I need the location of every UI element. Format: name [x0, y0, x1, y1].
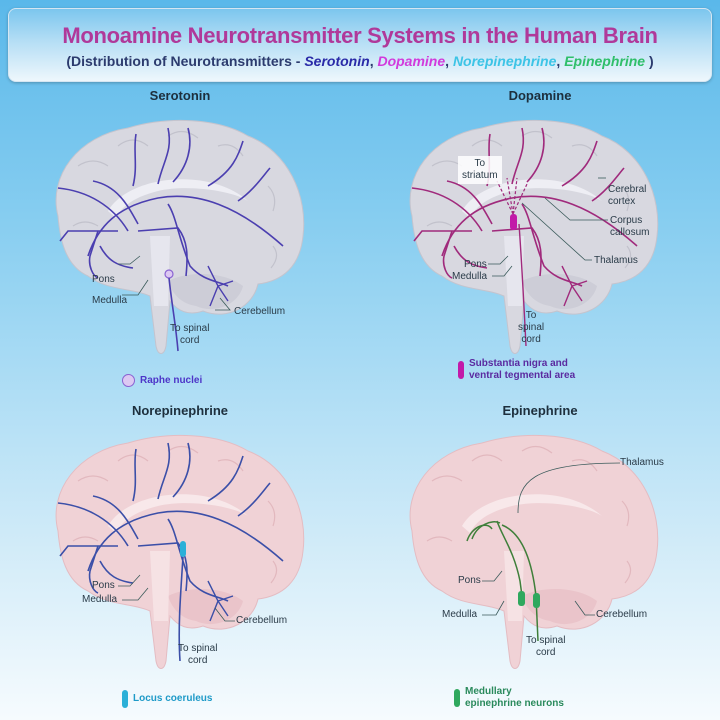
- label-spinal-line2: cord: [188, 655, 208, 666]
- label-striatum-line1: To: [474, 158, 486, 169]
- medullary-neuron-marker: [533, 593, 540, 608]
- subtitle-dopamine: Dopamine: [377, 53, 446, 69]
- legend-line1: Substantia nigra and: [469, 358, 568, 369]
- label-thalamus: Thalamus: [620, 457, 664, 468]
- label-cerebellum: Cerebellum: [234, 306, 286, 317]
- legend-line2: ventral tegmental area: [469, 370, 576, 381]
- label-to-striatum: To striatum: [458, 156, 502, 184]
- label-spinal-line1: To spinal: [526, 635, 566, 646]
- panel-norepinephrine: Norepinephrine Pons Medulla Cerebellum T…: [10, 403, 350, 713]
- medullary-neuron-marker: [518, 591, 525, 606]
- label-spinal-line2: spinal: [518, 322, 545, 333]
- label-pons: Pons: [458, 575, 481, 586]
- panel-epinephrine: Epinephrine Thalamus Pons Medulla Cerebe…: [370, 403, 710, 713]
- label-spinal-line1: To: [525, 310, 537, 321]
- subtitle-comma: ,: [445, 53, 453, 69]
- serotonin-brain-diagram: [55, 119, 305, 355]
- label-striatum-line2: striatum: [462, 170, 498, 181]
- legend-line1: Medullary: [465, 686, 512, 697]
- subtitle-comma: ,: [556, 53, 565, 69]
- label-spinal-cord: To spinal cord: [518, 310, 544, 346]
- label-spinal-cord: To spinal cord: [170, 323, 209, 347]
- legend-text: Substantia nigra and ventral tegmental a…: [469, 358, 575, 382]
- substantia-nigra-marker: [510, 214, 517, 230]
- label-cortex-line1: Cerebral: [608, 184, 647, 195]
- label-cerebral-cortex: Cerebral cortex: [608, 184, 646, 208]
- page-subtitle: (Distribution of Neurotransmitters - Ser…: [9, 53, 711, 69]
- legend-line2: epinephrine neurons: [465, 698, 564, 709]
- subtitle-norepinephrine: Norepinephrine: [452, 53, 557, 69]
- label-medulla: Medulla: [452, 271, 488, 282]
- legend-circle-icon: [122, 374, 135, 387]
- label-spinal-line3: cord: [521, 334, 541, 345]
- dopamine-brain-diagram: [409, 119, 659, 355]
- subtitle-close: ): [645, 53, 654, 69]
- label-spinal-cord: To spinal cord: [526, 635, 565, 659]
- label-cerebellum: Cerebellum: [236, 615, 288, 626]
- locus-coeruleus-marker: [180, 541, 186, 557]
- legend-pill-icon: [454, 689, 460, 707]
- epinephrine-brain-diagram: [409, 434, 659, 670]
- label-pons: Pons: [464, 259, 487, 270]
- legend-text: Locus coeruleus: [133, 693, 213, 704]
- legend-locus-coeruleus: Locus coeruleus: [122, 690, 212, 708]
- header-banner: Monoamine Neurotransmitter Systems in th…: [8, 8, 712, 82]
- panel-title-dopamine: Dopamine: [508, 88, 572, 103]
- panel-title-norepinephrine: Norepinephrine: [131, 403, 229, 418]
- label-spinal-line1: To spinal: [178, 643, 218, 654]
- subtitle-serotonin: Serotonin: [304, 53, 370, 69]
- panel-serotonin: Serotonin Pons Medulla Cerebellum To spi…: [10, 88, 350, 398]
- label-spinal-cord: To spinal cord: [178, 643, 217, 667]
- page-title: Monoamine Neurotransmitter Systems in th…: [62, 23, 658, 48]
- legend-text: Raphe nuclei: [140, 374, 203, 386]
- raphe-nuclei-marker: [164, 269, 174, 279]
- legend-raphe-nuclei: Raphe nuclei: [122, 374, 202, 387]
- label-corpus-line1: Corpus: [610, 215, 643, 226]
- label-medulla: Medulla: [82, 594, 118, 605]
- label-medulla: Medulla: [442, 609, 478, 620]
- panel-title-epinephrine: Epinephrine: [502, 403, 578, 418]
- panel-dopamine: Dopamine To striatum Cerebral cortex Cor…: [370, 88, 710, 398]
- label-thalamus: Thalamus: [594, 255, 638, 266]
- legend-pill-icon: [122, 690, 128, 708]
- label-spinal-line2: cord: [180, 335, 200, 346]
- label-corpus-line2: callosum: [610, 227, 650, 238]
- label-pons: Pons: [92, 580, 115, 591]
- subtitle-epinephrine: Epinephrine: [564, 53, 646, 69]
- label-pons: Pons: [92, 274, 115, 285]
- legend-medullary-neurons: Medullary epinephrine neurons: [454, 686, 564, 710]
- legend-text: Medullary epinephrine neurons: [465, 686, 564, 710]
- label-medulla: Medulla: [92, 295, 128, 306]
- norepinephrine-brain-diagram: [55, 434, 305, 670]
- label-cortex-line2: cortex: [608, 196, 636, 207]
- label-spinal-line1: To spinal: [170, 323, 210, 334]
- subtitle-comma: ,: [369, 53, 378, 69]
- subtitle-prefix: (Distribution of Neurotransmitters -: [66, 53, 305, 69]
- panel-title-serotonin: Serotonin: [149, 88, 211, 103]
- label-cerebellum: Cerebellum: [596, 609, 648, 620]
- label-corpus-callosum: Corpus callosum: [610, 215, 649, 239]
- brain-sagittal-pink: [409, 434, 659, 670]
- legend-pill-icon: [458, 361, 464, 379]
- legend-substantia-nigra: Substantia nigra and ventral tegmental a…: [458, 358, 575, 382]
- label-spinal-line2: cord: [536, 647, 556, 658]
